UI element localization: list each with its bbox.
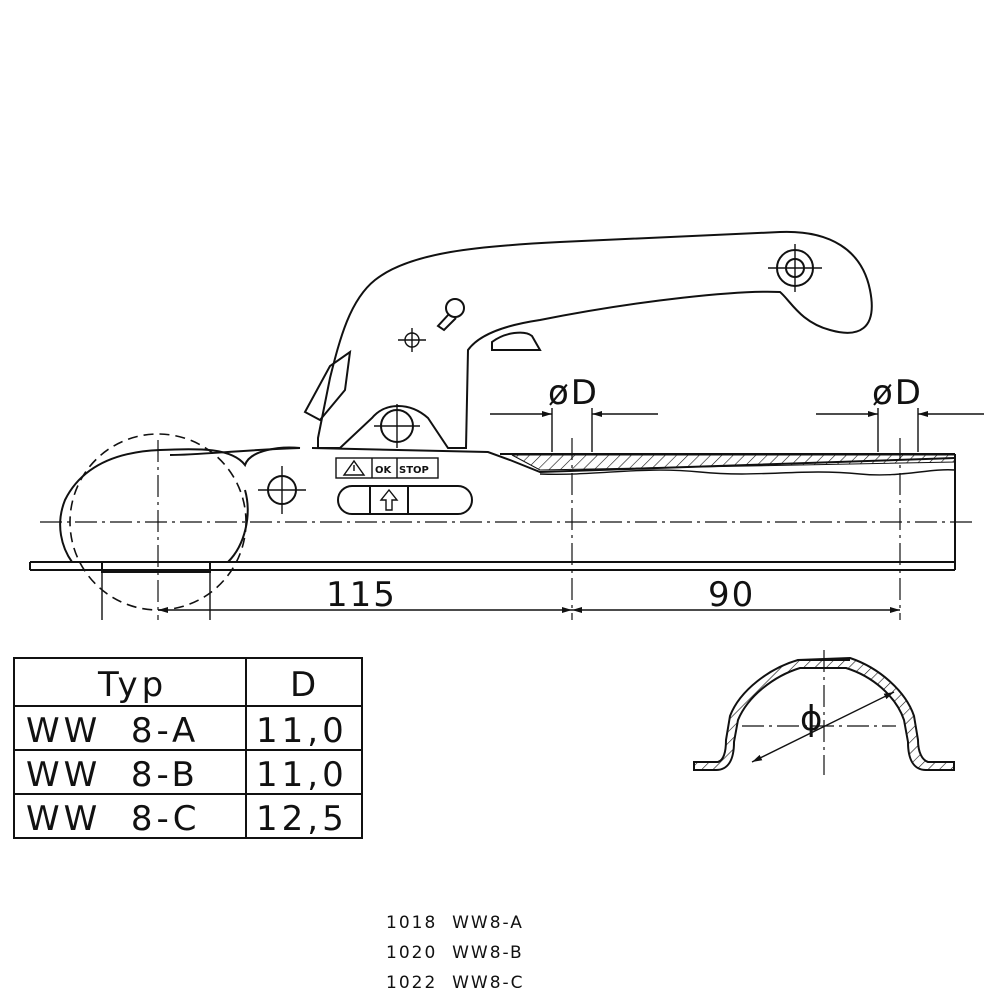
coupling-side-view: OK STOP øD — [29, 230, 984, 620]
part-code-1: 1018 WW8-A — [386, 913, 524, 933]
cross-section-view: ϕ — [693, 650, 955, 775]
table-header-d: D — [290, 665, 320, 705]
keyhole-icon — [436, 298, 465, 332]
dimension-90-label: 90 — [708, 575, 755, 615]
label-stop: STOP — [399, 465, 429, 476]
table-row-3-d: 12,5 — [256, 799, 348, 839]
warning-triangle-icon — [342, 459, 366, 476]
table-row-2-type: WW 8-B — [26, 755, 199, 795]
table-header-typ: Typ — [97, 665, 167, 705]
diameter-dimension-2: øD — [816, 373, 984, 452]
dimension-115: 115 — [158, 575, 572, 615]
arrow-up-icon — [379, 488, 399, 511]
table-row-1-d: 11,0 — [256, 711, 348, 751]
body-pivot — [374, 404, 420, 448]
release-tab — [303, 349, 352, 422]
section-profile — [693, 656, 955, 771]
handle-tab — [491, 331, 542, 351]
table-row-3-type: WW 8-C — [26, 799, 201, 839]
handle-lever — [317, 230, 873, 449]
part-code-2: 1020 WW8-B — [386, 943, 524, 963]
warning-label: OK STOP — [335, 457, 439, 479]
diameter-label-1: øD — [548, 373, 599, 413]
table-row-1-type: WW 8-A — [26, 711, 199, 751]
coupling-body — [29, 447, 956, 571]
part-codes: 1018 WW8-A 1020 WW8-B 1022 WW8-C — [386, 913, 525, 993]
type-table: Typ D WW 8-A 11,0 WW 8-B 11,0 WW 8-C 12,… — [13, 657, 363, 839]
diameter-dimension-1: øD — [490, 373, 658, 452]
wear-indicator — [337, 485, 473, 515]
lever-pivot — [768, 244, 822, 292]
table-row-2-d: 11,0 — [256, 755, 348, 795]
label-ok: OK — [375, 465, 393, 476]
part-code-3: 1022 WW8-C — [386, 973, 525, 993]
mount-crosshair — [258, 466, 306, 514]
dimension-90: 90 — [572, 575, 900, 615]
pivot-crosshair-small — [398, 328, 426, 352]
dimension-115-label: 115 — [326, 575, 397, 615]
diameter-label-2: øD — [872, 373, 923, 413]
section-diameter-label: ϕ — [800, 699, 824, 739]
tube-wall-hatch — [511, 454, 956, 471]
